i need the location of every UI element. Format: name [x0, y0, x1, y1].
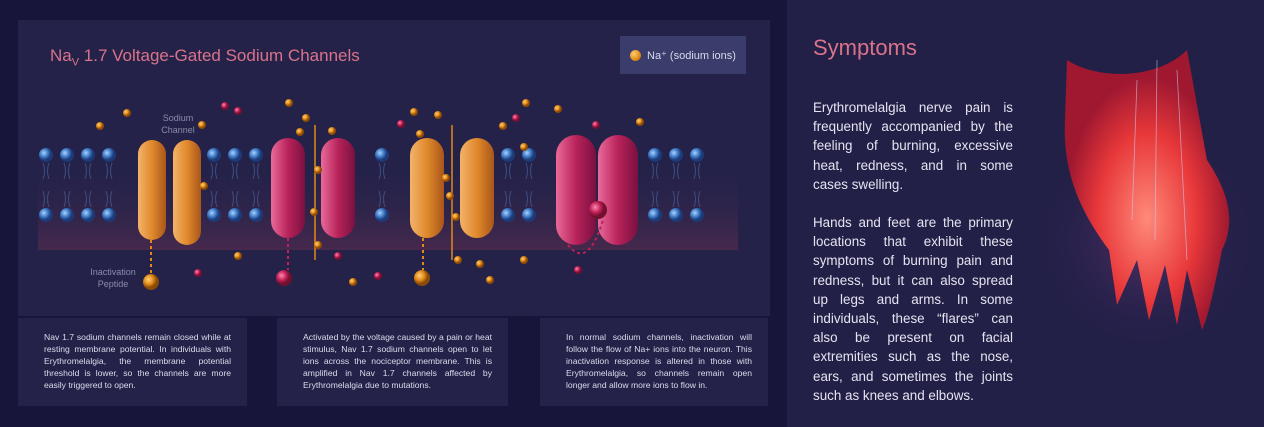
sodium-ion — [302, 114, 310, 122]
sodium-ion — [454, 256, 462, 264]
lipid-head — [501, 208, 515, 222]
lipid-head — [375, 208, 389, 222]
charged-particle — [374, 272, 382, 280]
lipid-head — [39, 208, 53, 222]
lipid-head — [249, 208, 263, 222]
burning-hand-illustration — [1037, 50, 1257, 350]
sodium-ion — [434, 111, 442, 119]
sodium-ion — [314, 241, 322, 249]
sodium-ion — [349, 278, 357, 286]
lipid-head — [648, 148, 662, 162]
sodium-ion — [520, 256, 528, 264]
symptoms-paragraph-2: Hands and feet are the primary locations… — [813, 215, 1013, 403]
lipid-head — [81, 148, 95, 162]
charged-particle — [334, 252, 342, 260]
symptoms-panel: Symptoms Erythromelalgia nerve pain is f… — [787, 0, 1264, 427]
sodium-ion — [520, 143, 528, 151]
sodium-ion — [123, 109, 131, 117]
lipid-head — [60, 208, 74, 222]
lipid-head — [207, 148, 221, 162]
inactivation-peptide-label: Inactivation Peptide — [90, 267, 136, 289]
lipid-head — [669, 208, 683, 222]
sodium-ion — [310, 208, 318, 216]
symptoms-paragraph-1: Erythromelalgia nerve pain is frequently… — [813, 100, 1013, 192]
symptoms-heading: Symptoms — [813, 35, 917, 60]
sodium-channel-label: Sodium Channel — [161, 113, 195, 135]
diagram-title: NaV 1.7 Voltage-Gated Sodium Channels — [50, 46, 360, 69]
caption-closed: Nav 1.7 sodium channels remain closed wh… — [18, 318, 247, 406]
lipid-head — [690, 148, 704, 162]
charged-particle — [234, 107, 242, 115]
sodium-ion — [285, 99, 293, 107]
sodium-ion — [636, 118, 644, 126]
lipid-head — [522, 208, 536, 222]
lipid-head — [228, 148, 242, 162]
sodium-ion — [446, 192, 454, 200]
sodium-channel-closed — [138, 140, 201, 290]
sodium-ion — [96, 122, 104, 130]
sodium-ion — [499, 122, 507, 130]
sodium-channel-open-erythromelalgia — [410, 125, 494, 286]
sodium-ion — [476, 260, 484, 268]
lipid-head — [102, 208, 116, 222]
sodium-ion — [296, 128, 304, 136]
sodium-ion — [328, 127, 336, 135]
sodium-ion — [200, 182, 208, 190]
caption-inactivation: In normal sodium channels, inactivation … — [540, 318, 768, 406]
sodium-ion — [198, 121, 206, 129]
sodium-ion — [314, 166, 322, 174]
lipid-head — [690, 208, 704, 222]
sodium-ion — [522, 99, 530, 107]
charged-particle — [221, 102, 229, 110]
sodium-ion — [452, 213, 460, 221]
sodium-ion — [554, 105, 562, 113]
lipid-head — [249, 148, 263, 162]
sodium-channel-inactivated — [556, 135, 638, 255]
lipid-head — [207, 208, 221, 222]
sodium-ion — [442, 174, 450, 182]
sodium-ion-icon — [630, 49, 641, 61]
lipid-head — [81, 208, 95, 222]
charged-particle — [397, 120, 405, 128]
sodium-ion — [486, 276, 494, 284]
sodium-ion — [410, 108, 418, 116]
charged-particle — [194, 269, 202, 277]
lipid-head — [501, 148, 515, 162]
sodium-ion — [234, 252, 242, 260]
caption-open: Activated by the voltage caused by a pai… — [277, 318, 508, 406]
membrane-illustration — [38, 99, 738, 290]
lipid-head — [522, 148, 536, 162]
sodium-channel-open — [271, 125, 355, 286]
lipid-head — [102, 148, 116, 162]
legend: Na⁺ (sodium ions) — [620, 36, 746, 74]
lipid-head — [60, 148, 74, 162]
lipid-head — [648, 208, 662, 222]
charged-particle — [592, 121, 600, 129]
legend-label: Na⁺ (sodium ions) — [647, 49, 736, 62]
lipid-head — [669, 148, 683, 162]
lipid-head — [375, 148, 389, 162]
charged-particle — [574, 266, 582, 274]
channel-diagram-panel: NaV 1.7 Voltage-Gated Sodium Channels Na… — [18, 20, 770, 316]
sodium-ion — [416, 130, 424, 138]
lipid-head — [228, 208, 242, 222]
lipid-head — [39, 148, 53, 162]
charged-particle — [512, 114, 520, 122]
